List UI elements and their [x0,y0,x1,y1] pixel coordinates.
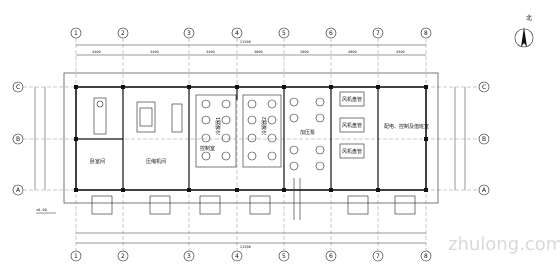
room-label-9: 风机盘管 [342,148,362,155]
fan-coil-units [339,91,365,159]
exterior-wall [75,86,427,191]
axis-bottom-8: 8 [424,253,428,260]
axis-right-B: B [482,136,486,143]
top-axis-row: 1 2 3 4 5 6 7 8 [70,27,432,39]
dim-span-3: 4400 [206,50,215,54]
dim-span-2: 4400 [150,50,159,54]
equipment-left [93,97,183,135]
axis-bottom-4: 4 [235,253,239,260]
room-label-2: 压缩机间 [146,158,166,165]
dim-span-6: 4000 [348,50,357,54]
dim-span-1: 4400 [92,50,101,54]
axis-left-B: B [16,136,20,143]
axis-top-8: 8 [424,30,428,37]
room-label-8: 风机盘管 [342,122,362,129]
axis-top-2: 2 [121,30,125,37]
axis-bottom-1: 1 [74,253,78,260]
elevation-mark: ±0.00 [36,208,56,214]
axis-top-7: 7 [376,30,380,37]
axis-top-4: 4 [235,30,239,37]
axis-top-3: 3 [187,30,191,37]
top-dimension-lines: 21500 4400 4400 4400 4000 2000 4000 4500 [76,40,426,56]
axis-top-6: 6 [329,30,333,37]
axis-bottom-2: 2 [121,253,125,260]
axis-grid-lines [23,38,479,251]
room-label-6: 加压泵 [300,129,315,136]
axis-left-A: A [16,187,21,194]
dim-span-5: 2000 [300,50,309,54]
north-label: 北 [526,14,532,22]
watermark-logo: zhulong.com [448,234,560,255]
interior-walls [76,87,379,190]
axis-bottom-5: 5 [282,253,286,260]
roof-outline [63,72,439,204]
room-label-7: 风机盘管 [342,96,362,103]
condenser-units [195,94,282,168]
axis-top-5: 5 [282,30,286,37]
room-label-10: 配电、控制及值班室 [384,123,429,130]
foundations [91,195,416,215]
axis-left-C: C [16,84,20,91]
elevation-label: ±0.00 [36,208,47,212]
side-dimension-lines [34,87,466,190]
room-label-3: 控制室 [200,145,215,152]
axis-bottom-6: 6 [329,253,333,260]
dim-span-4: 4000 [254,50,263,54]
room-label-5: 冷凝器2 [261,117,268,135]
north-arrow-icon: 北 [514,14,534,48]
dim-span-7: 4500 [396,50,405,54]
axis-top-1: 1 [74,30,78,37]
room-labels: 卧室间 压缩机间 控制室 冷凝器1 冷凝器2 加压泵 风机盘管 风机盘管 风机盘… [90,96,429,165]
side-axis-bubbles: C B A C B A [12,81,490,196]
dim-total-top: 21500 [240,40,251,44]
axis-right-A: A [482,187,487,194]
axis-right-C: C [482,84,486,91]
room-label-1: 卧室间 [90,158,105,165]
room-label-4: 冷凝器1 [215,117,222,135]
structural-columns [74,85,428,192]
bottom-axis-row: 1 2 3 4 5 6 7 8 [70,250,432,262]
axis-bottom-3: 3 [187,253,191,260]
axis-bottom-7: 7 [376,253,380,260]
dim-total-bottom: 21500 [240,245,251,249]
pump-units [289,97,325,220]
bottom-dimension-lines: 21500 [76,232,426,249]
